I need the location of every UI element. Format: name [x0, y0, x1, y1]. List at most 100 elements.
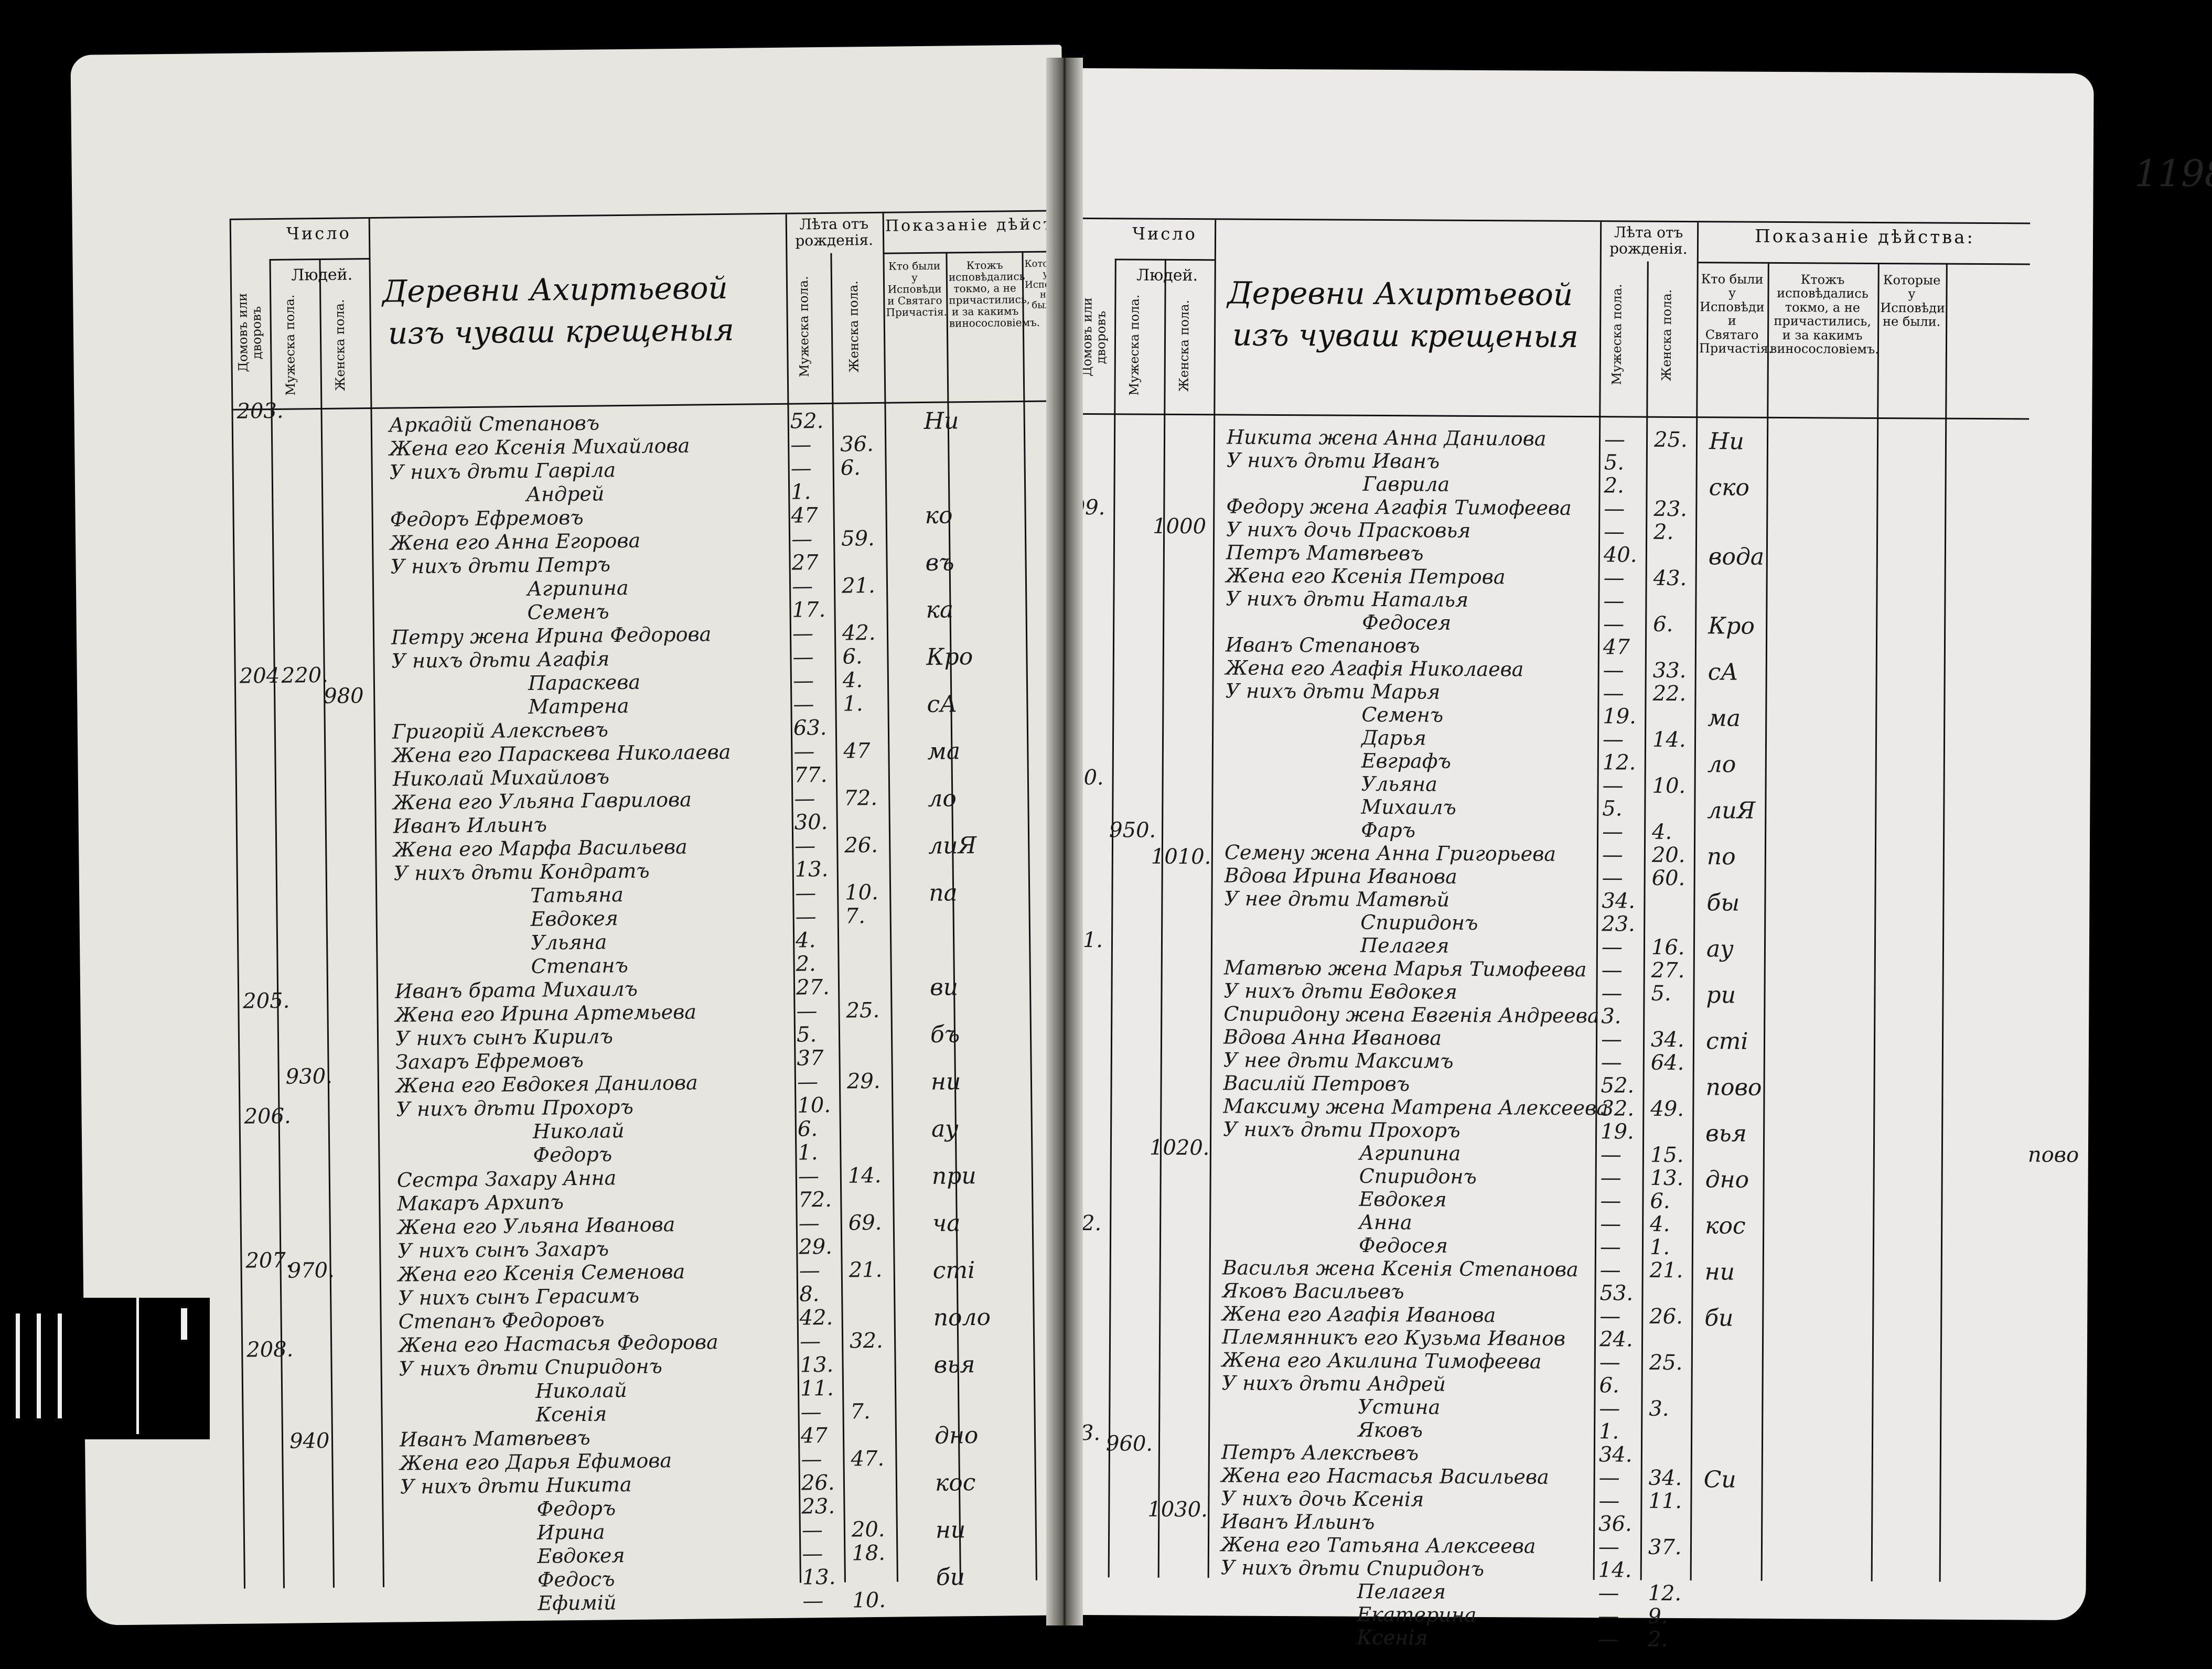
age-female: 33. — [1652, 658, 1687, 683]
age-male: 1. — [790, 480, 811, 504]
entry-name: Федору жена Агафія Тимофеева — [1226, 494, 1572, 520]
age-female: 7. — [845, 904, 866, 929]
confession-mark: кос — [1705, 1212, 1746, 1240]
age-female: 72. — [844, 785, 878, 811]
age-female: 14. — [847, 1163, 882, 1188]
age-female: 10. — [844, 880, 879, 905]
entry-name: Жена его Ксенія Петрова — [1226, 564, 1506, 589]
header-leta-muzh: Мужеска пола. — [1609, 284, 1625, 385]
confession-mark: Ни — [924, 407, 959, 435]
entry-name: Иванъ Ильинъ — [1221, 1510, 1375, 1534]
col-divider — [1022, 251, 1037, 1580]
header-muzh: Мужеска пола. — [282, 294, 298, 396]
book-gutter — [1046, 58, 1083, 1625]
age-male: — — [1601, 1027, 1623, 1052]
entry-name: Екатерина — [1357, 1602, 1477, 1627]
age-female: 11. — [1648, 1489, 1682, 1514]
entry-name: Жена его Агафія Иванова — [1222, 1302, 1496, 1327]
age-male: 10. — [797, 1093, 831, 1118]
confession-mark: бъ — [930, 1021, 960, 1048]
entry-name: Жена его Ирина Артемьева — [395, 1000, 697, 1027]
age-male: — — [1601, 981, 1623, 1006]
row-divider — [1114, 259, 1215, 261]
confession-mark: бы — [1706, 889, 1740, 917]
age-male: — — [797, 1070, 819, 1094]
age-male: 27. — [796, 975, 830, 1000]
age-male: 6. — [1599, 1373, 1619, 1398]
age-male: — — [1599, 1396, 1620, 1421]
header-bottom-rule — [1075, 413, 2030, 420]
age-female: 6. — [1653, 612, 1673, 637]
house-number: 204. — [239, 663, 287, 688]
entry-name: Ульяна — [530, 930, 607, 954]
header-col-b: Ктожъ исповѣдались токмо, а не причастил… — [1769, 272, 1879, 357]
confession-mark: ау — [1706, 935, 1734, 963]
entry-name: У нее дѣти Матвѣй — [1224, 887, 1450, 911]
age-female: 27. — [1651, 958, 1685, 983]
age-male: — — [802, 1542, 823, 1566]
age-male: — — [1602, 727, 1624, 752]
age-male: — — [796, 999, 818, 1024]
age-female: 36. — [840, 432, 874, 457]
row-divider — [883, 251, 1069, 254]
confession-mark: Кро — [926, 643, 973, 671]
entry-name: Евдокея — [537, 1544, 625, 1568]
col-divider — [1939, 263, 1948, 1582]
age-male: — — [1600, 1166, 1622, 1190]
age-male: 13. — [794, 857, 829, 882]
col-divider — [1760, 262, 1769, 1581]
entry-name: У нихъ дѣти Иванъ — [1226, 448, 1440, 473]
age-male: — — [1603, 566, 1625, 590]
entry-name: Жена его Акилина Тимофеева — [1221, 1348, 1542, 1373]
confession-mark: ло — [928, 785, 957, 812]
col-divider — [368, 219, 385, 1587]
age-female: 6. — [1650, 1189, 1670, 1213]
entry-name: Ульяна — [1361, 772, 1437, 796]
header-chislo: Число — [286, 223, 351, 244]
confession-mark: ко — [925, 502, 953, 529]
age-female: 12. — [1648, 1581, 1682, 1606]
age-female: 5. — [1651, 981, 1671, 1006]
age-female: 14. — [1652, 727, 1686, 752]
age-female: 47. — [851, 1446, 885, 1471]
age-female: 9. — [1648, 1604, 1668, 1629]
confession-mark: по — [1706, 843, 1736, 870]
confession-mark: Си — [1703, 1466, 1736, 1493]
entry-name: У нихъ дѣти Кондратъ — [393, 859, 650, 885]
col-divider — [1207, 220, 1217, 1578]
entry-name: Жена его Марфа Васильева — [393, 835, 688, 862]
age-male: 26. — [801, 1470, 835, 1495]
archive-marker — [0, 1298, 210, 1439]
age-male: 5. — [796, 1022, 817, 1047]
confession-mark: поло — [933, 1304, 991, 1331]
house-number: 205. — [243, 988, 290, 1014]
age-male: — — [1602, 773, 1624, 798]
age-male: — — [791, 527, 813, 552]
entry-name: Дарья — [1361, 726, 1426, 750]
age-female: 2. — [1647, 1627, 1668, 1652]
age-female: 34. — [1648, 1466, 1682, 1491]
age-male: 47 — [1603, 635, 1630, 660]
entry-name: Степанъ — [531, 953, 628, 978]
confession-mark: би — [936, 1564, 965, 1591]
left-title-2: изъ чуваш крещеныя — [388, 311, 735, 351]
age-male: 72. — [798, 1187, 832, 1212]
header-chislo: Число — [1132, 223, 1197, 244]
age-male: — — [1599, 1235, 1622, 1259]
confession-mark: вья — [1705, 1120, 1747, 1147]
male-count: 220. — [281, 663, 329, 688]
age-female: 25. — [846, 998, 880, 1023]
entry-name: Жена его Ксенія Семенова — [398, 1259, 685, 1286]
age-male: — — [792, 645, 814, 670]
left-title-1: Деревни Ахиртьевой — [382, 270, 728, 309]
col-divider — [1871, 262, 1880, 1581]
age-male: 42. — [799, 1305, 833, 1330]
entry-name: Николай Михайловъ — [392, 765, 610, 791]
entry-name: Николай — [535, 1379, 627, 1403]
entry-name: У нихъ дѣти Никита — [400, 1472, 632, 1499]
age-female: 29. — [846, 1069, 880, 1094]
entry-name: Петръ Матвѣевъ — [1226, 541, 1424, 565]
entry-name: Федоръ — [536, 1496, 616, 1521]
